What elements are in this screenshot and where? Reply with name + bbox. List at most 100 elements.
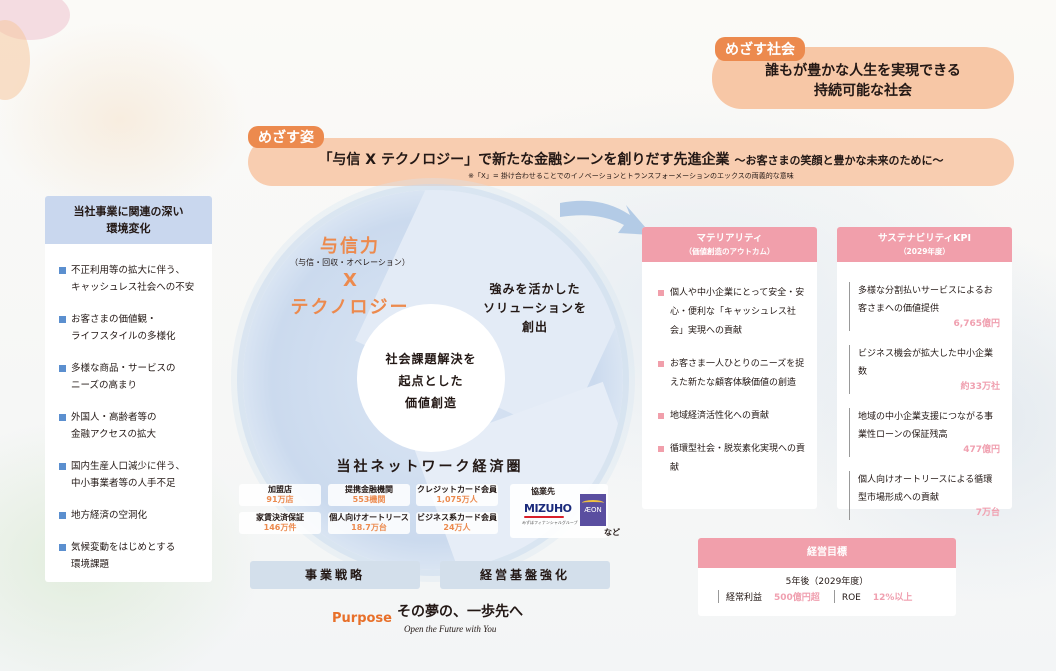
item-line: ニーズの高まり <box>71 380 138 391</box>
aeon-logo: ÆON <box>580 494 606 526</box>
solution-line: 創出 <box>521 320 548 334</box>
stat-value: 24万人 <box>443 523 471 532</box>
target-value: 12%以上 <box>872 593 913 603</box>
mizuho-sub: みずほフィナンシャルグループ <box>522 520 578 525</box>
vision-sub: ～お客さまの笑顔と豊かな未来のために～ <box>734 154 944 167</box>
environment-item: 国内生産人口減少に伴う、中小事業者等の人手不足 <box>59 458 212 492</box>
vision-box: 「与信 X テクノロジー」で新たな金融シーンを創りだす先進企業 ～お客さまの笑顔… <box>248 138 1014 186</box>
vision-tag: めざす姿 <box>248 126 324 148</box>
item-line: 不正利用等の拡大に伴う、 <box>71 265 186 276</box>
purpose-en: Open the Future with You <box>404 624 497 634</box>
environment-item: 地方経済の空洞化 <box>59 507 212 524</box>
kpi-item: 個人向けオートリースによる循環型市場形成への貢献 7万台 <box>849 471 1000 520</box>
item-line: 地方経済の空洞化 <box>71 510 148 521</box>
environment-item: 外国人・高齢者等の金融アクセスの拡大 <box>59 409 212 443</box>
materiality-item: 個人や中小企業にとって安全・安心・便利な「キャッシュレス社会」実現への貢献 <box>658 284 807 341</box>
environment-title: 当社事業に関連の深い 環境変化 <box>45 196 212 244</box>
cross-symbol: X <box>343 270 357 291</box>
item-line: 気候変動をはじめとする <box>71 542 176 553</box>
network-title: 当社ネットワーク経済圏 <box>336 459 524 475</box>
stat-label: ビジネス系カード会員 <box>417 513 497 522</box>
targets-title: 経営目標 <box>698 538 956 568</box>
kpi-value: 7万台 <box>975 508 1000 518</box>
item-line: 中小事業者等の人手不足 <box>71 478 176 489</box>
kpi-text: 多様な分割払いサービスによるお客さまへの価値提供 <box>858 286 993 314</box>
partners-box: 協業先 MIZUHO みずほフィナンシャルグループ ÆON <box>510 484 608 538</box>
core-line: 価値創造 <box>404 396 457 410</box>
kpi-item: 多様な分割払いサービスによるお客さまへの価値提供 6,765億円 <box>849 282 1000 331</box>
environment-panel: 当社事業に関連の深い 環境変化 不正利用等の拡大に伴う、キャッシュレス社会への不… <box>45 196 212 582</box>
environment-item: お客さまの価値観・ライフスタイルの多様化 <box>59 311 212 345</box>
kpi-list: 多様な分割払いサービスによるお客さまへの価値提供 6,765億円 ビジネス機会が拡… <box>837 262 1012 520</box>
item-line: 多様な商品・サービスの <box>71 363 176 374</box>
partners-label: 協業先 <box>531 487 555 496</box>
society-tag: めざす社会 <box>715 37 805 61</box>
kpi-title: サステナビリティKPI <box>877 233 972 244</box>
stat-value: 18.7万台 <box>351 523 387 532</box>
environment-item: 不正利用等の拡大に伴う、キャッシュレス社会への不安 <box>59 262 212 296</box>
item-line: キャッシュレス社会への不安 <box>71 282 195 293</box>
materiality-subtitle: （価値創造のアウトカム） <box>684 247 775 256</box>
kpi-header: サステナビリティKPI （2029年度） <box>837 227 1012 262</box>
stat-value: 553機関 <box>352 495 386 504</box>
materiality-panel: マテリアリティ （価値創造のアウトカム） 個人や中小企業にとって安全・安心・便利… <box>642 227 817 509</box>
kpi-value: 約33万社 <box>960 382 1000 392</box>
kpi-subtitle: （2029年度） <box>899 247 950 256</box>
kpi-item: ビジネス機会が拡大した中小企業数約33万社 <box>849 345 1000 394</box>
materiality-item: お客さま一人ひとりのニーズを捉えた新たな顧客体験価値の創造 <box>658 355 807 393</box>
environment-item: 気候変動をはじめとする環境課題 <box>59 539 212 573</box>
purpose-jp: その夢の、一歩先へ <box>397 604 523 620</box>
stat-label: 加盟店 <box>268 485 292 494</box>
target-value: 500億円超 <box>774 593 820 603</box>
credit-power-subtitle: （与信・回収・オペレーション） <box>290 258 410 267</box>
society-line: 持続可能な社会 <box>814 83 912 99</box>
kpi-text: ビジネス機会が拡大した中小企業数 <box>858 349 994 377</box>
target-ordinary-profit: 経常利益 500億円超 <box>718 590 820 603</box>
solution-text: 強みを活かした ソリューションを 創出 <box>470 280 600 337</box>
vision-note: ※「X」= 掛け合わせることでのイノベーションとトランスフォーメーションのエック… <box>468 172 794 180</box>
technology-title: テクノロジー <box>290 297 410 318</box>
solution-line: 強みを活かした <box>489 282 581 296</box>
core-line: 起点とした <box>398 374 464 388</box>
stat-label: 提携金融機関 <box>345 485 393 494</box>
target-key: 経常利益 <box>726 593 763 603</box>
stat-label: 家賃決済保証 <box>256 513 304 522</box>
purpose-label: Purpose <box>332 611 392 626</box>
kpi-value: 6,765億円 <box>953 319 1000 329</box>
environment-title-line: 当社事業に関連の深い <box>73 205 184 218</box>
stat-value: 146万件 <box>263 523 297 532</box>
materiality-list: 個人や中小企業にとって安全・安心・便利な「キャッシュレス社会」実現への貢献 お客… <box>642 262 817 478</box>
mizuho-logo: MIZUHO <box>524 502 572 515</box>
mizuho-logo-swoosh <box>524 516 564 518</box>
solution-line: ソリューションを <box>483 301 587 315</box>
kpi-text: 個人向けオートリースによる循環型市場形成への貢献 <box>858 475 993 503</box>
vision-main: 「与信 X テクノロジー」で新たな金融シーンを創りだす先進企業 <box>318 152 730 168</box>
stat-value: 1,075万人 <box>436 495 478 504</box>
environment-list: 不正利用等の拡大に伴う、キャッシュレス社会への不安 お客さまの価値観・ライフスタ… <box>45 244 212 573</box>
materiality-item: 循環型社会・脱炭素化実現への貢献 <box>658 440 807 478</box>
targets-year: 5年後（2029年度） <box>785 577 869 587</box>
core-line: 社会課題解決を <box>385 352 477 366</box>
credit-power-title: 与信力 <box>320 236 380 257</box>
item-line: ライフスタイルの多様化 <box>71 331 176 342</box>
environment-item: 多様な商品・サービスのニーズの高まり <box>59 360 212 394</box>
environment-title-line: 環境変化 <box>106 222 151 235</box>
item-line: お客さまの価値観・ <box>71 314 157 325</box>
materiality-title: マテリアリティ <box>696 233 763 244</box>
materiality-header: マテリアリティ （価値創造のアウトカム） <box>642 227 817 262</box>
item-line: 国内生産人口減少に伴う、 <box>71 461 186 472</box>
value-creation-core: 社会課題解決を 起点とした 価値創造 <box>357 304 505 452</box>
kpi-panel: サステナビリティKPI （2029年度） 多様な分割払いサービスによるお客さまへ… <box>837 227 1012 520</box>
business-strategy-block: 事業戦略 <box>250 561 420 589</box>
materiality-item: 地域経済活性化への貢献 <box>658 407 807 426</box>
society-line: 誰もが豊かな人生を実現できる <box>765 63 961 79</box>
